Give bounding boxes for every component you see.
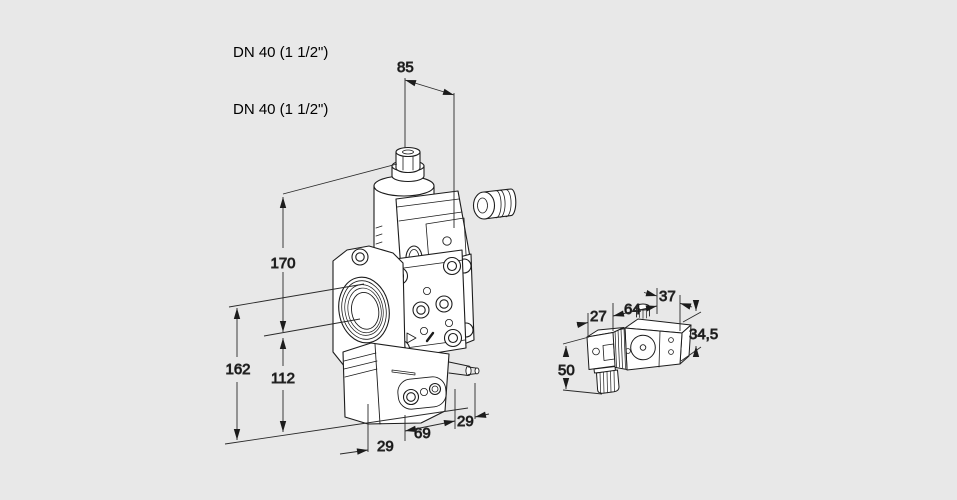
threaded-port [338, 276, 390, 344]
ext-lines-top [587, 288, 681, 336]
dim-69-label: 69 [414, 425, 431, 442]
dim-170-label: 170 [270, 255, 295, 272]
dim-34-5-label: 34,5 [689, 326, 718, 343]
baseline-ext-line [224, 407, 469, 445]
dimension-27 [576, 321, 589, 329]
pressure-regulator-box [342, 342, 480, 425]
breather-nipple [448, 361, 480, 377]
dim-27-label: 27 [590, 308, 607, 325]
dim-162-label: 162 [225, 361, 250, 378]
dimension-69 [404, 420, 456, 432]
dim-112-label: 112 [271, 370, 295, 387]
dn-line-2: DN 40 (1 1/2") [233, 101, 329, 118]
main-valve-dimensions: 85 170 162 112 29 69 29 [224, 59, 490, 455]
flow-direction-arrow-icon [406, 332, 417, 344]
ext-lines-sides [562, 311, 702, 395]
cable-gland [593, 366, 620, 394]
ext-lines-heights [228, 163, 398, 337]
dimension-29-side [474, 411, 490, 418]
dimension-37 [643, 290, 693, 310]
dn-line-1: DN 40 (1 1/2") [233, 44, 329, 61]
dimension-29-bottom [339, 448, 369, 455]
dim-85-label: 85 [397, 59, 414, 76]
adjustment-cap [391, 146, 425, 183]
dimension-85 [404, 79, 455, 96]
accessory-dimensions: 27 64 37 34,5 50 [558, 288, 719, 395]
dimension-64 [612, 305, 658, 317]
accessory-coil-drawing [586, 303, 692, 394]
position-indicator-knob [472, 188, 517, 220]
dim-50-label: 50 [558, 362, 575, 379]
nominal-size-label: DN 40 (1 1/2") DN 40 (1 1/2") [233, 5, 328, 157]
coil-body [624, 318, 692, 371]
dim-37-label: 37 [659, 288, 676, 305]
dim-29-side-label: 29 [457, 413, 474, 430]
dim-29-bottom-label: 29 [377, 438, 394, 455]
main-valve-drawing [332, 146, 517, 425]
plug-connector [586, 327, 625, 370]
dim-64-label: 64 [624, 301, 641, 318]
